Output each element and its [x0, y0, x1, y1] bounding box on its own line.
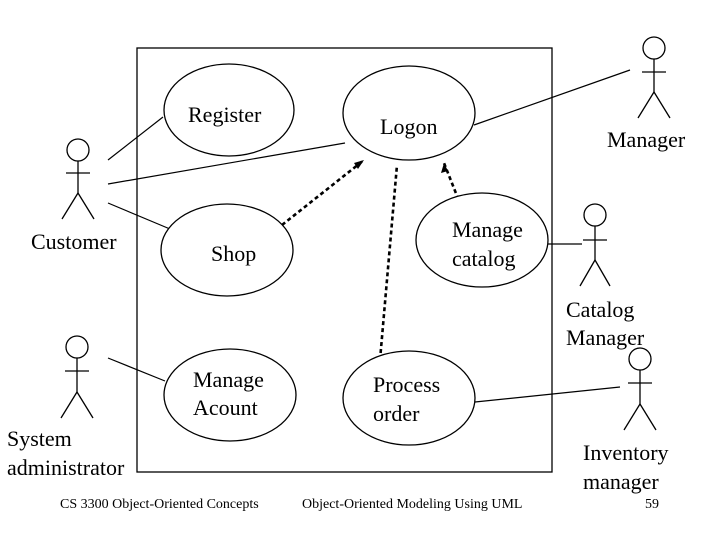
association-inventory-manager-process-order	[474, 386, 621, 403]
actor-inventory-manager-icon	[623, 347, 657, 431]
actor-inventory-manager-label: Inventory manager	[583, 440, 674, 494]
actor-system-administrator-label: System administrator	[7, 426, 125, 480]
use-case-process-order-label: Process order	[373, 372, 446, 426]
actor-system-administrator-icon	[60, 335, 94, 419]
use-case-manage-catalog-label: Manage catalog	[452, 217, 528, 271]
use-case-shop-label: Shop	[211, 241, 256, 266]
use-case-register-label: Register	[188, 102, 262, 127]
use-case-logon	[342, 65, 476, 161]
dependency-arrowhead	[441, 163, 448, 173]
dependency-process-order-logon	[378, 164, 399, 361]
use-case-manage-catalog	[415, 192, 549, 288]
use-case-manage-account-label: Manage Acount	[193, 367, 269, 420]
dependency-arrowhead	[354, 160, 364, 169]
actor-manager-label: Manager	[607, 127, 686, 152]
actor-customer-label: Customer	[31, 229, 117, 254]
dependency-shop-logon	[281, 158, 365, 227]
footer-page-number: 59	[645, 497, 659, 512]
footer-course: CS 3300 Object-Oriented Concepts	[60, 497, 259, 512]
use-case-register	[163, 63, 295, 157]
use-case-process-order	[342, 350, 476, 446]
footer-title: Object-Oriented Modeling Using UML	[302, 497, 522, 512]
use-case-shop	[160, 203, 294, 297]
actor-catalog-manager-label: Catalog Manager	[566, 297, 645, 350]
actor-customer-icon	[61, 138, 95, 220]
association-sysadmin-manage-account	[107, 357, 166, 382]
actor-manager-icon	[637, 36, 671, 119]
actor-catalog-manager-icon	[579, 203, 611, 287]
association-customer-register	[107, 116, 164, 161]
use-case-manage-account	[163, 348, 297, 442]
association-manager-logon	[473, 69, 631, 126]
association-customer-shop	[107, 202, 171, 230]
association-customer-logon	[107, 142, 346, 185]
use-case-logon-label: Logon	[380, 114, 437, 139]
